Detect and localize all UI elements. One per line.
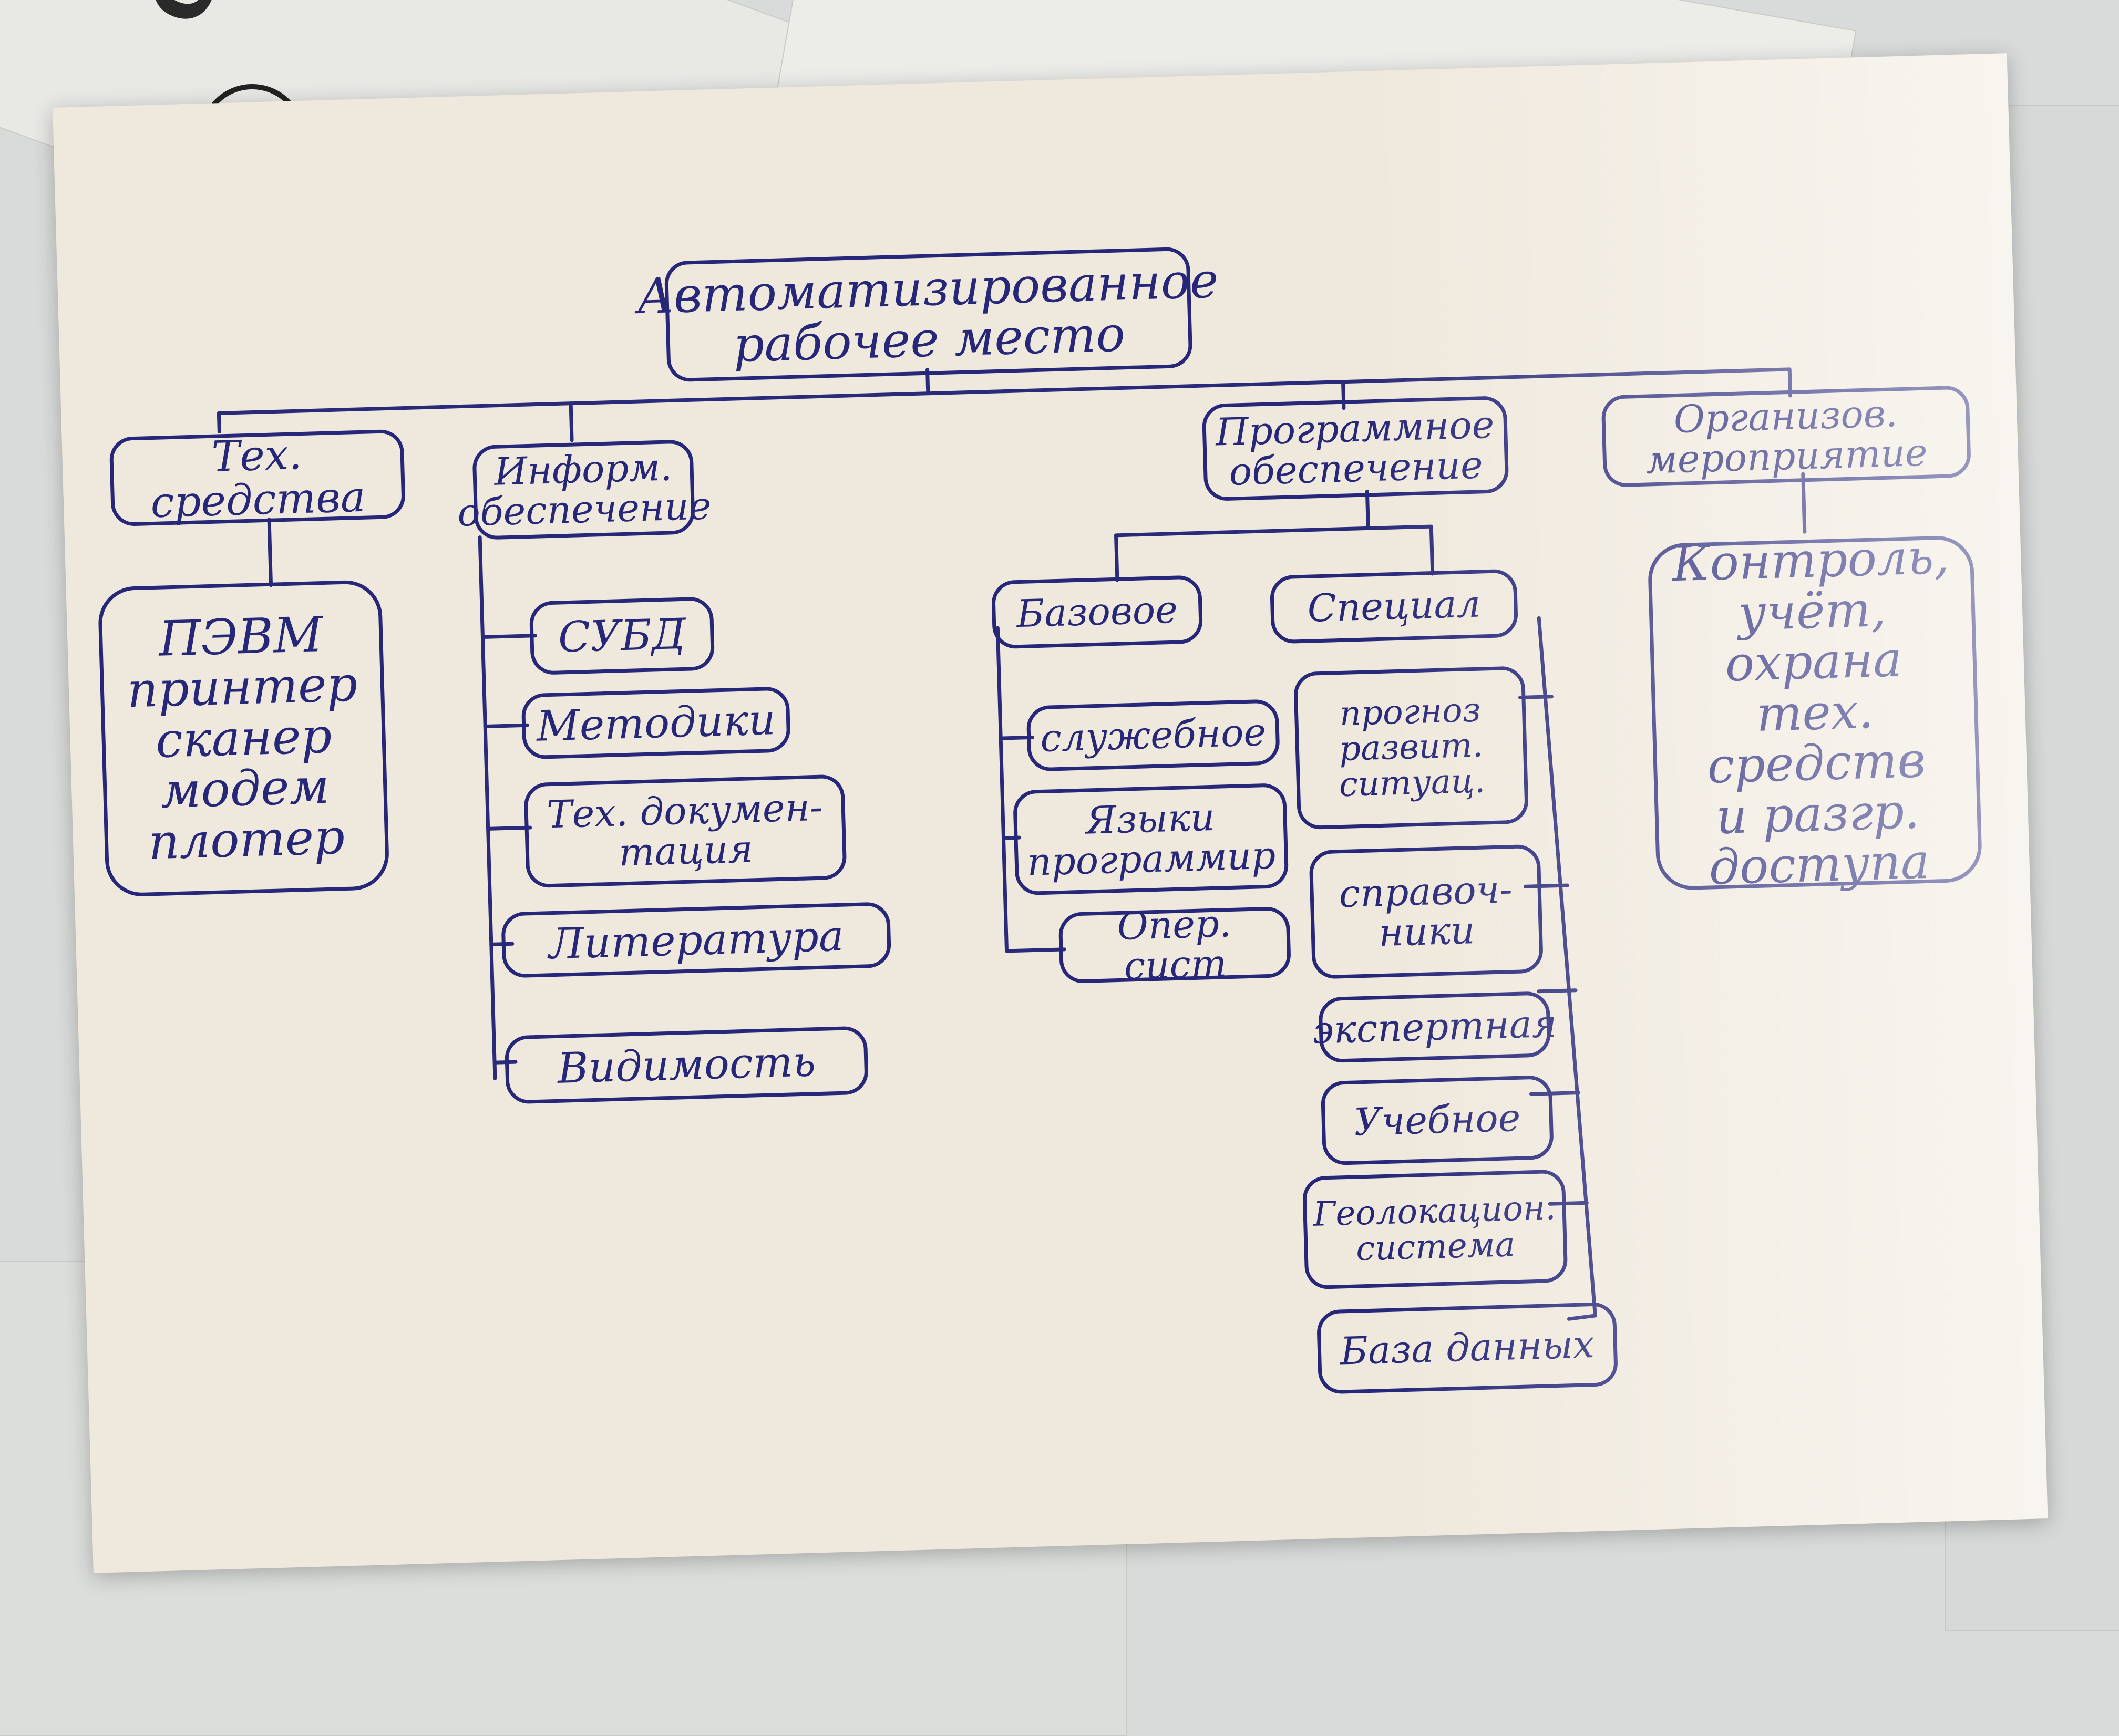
connector xyxy=(1529,1091,1580,1096)
connector xyxy=(1005,947,1066,953)
connector xyxy=(267,518,273,587)
connector xyxy=(1548,1201,1589,1206)
connector xyxy=(999,735,1034,740)
info-item-visibility: Видимость xyxy=(504,1026,869,1104)
connector xyxy=(478,535,497,1080)
branch-org-measures: Организов. мероприятие xyxy=(1601,385,1972,488)
branch-software: Программное обеспечение xyxy=(1201,395,1509,502)
special-item-references: справоч- ники xyxy=(1309,844,1544,979)
connector xyxy=(1801,472,1807,534)
connector xyxy=(1341,380,1346,410)
connector xyxy=(1537,988,1578,994)
info-item-dbms: СУБД xyxy=(529,596,715,675)
special-item-database: База данных xyxy=(1316,1301,1619,1394)
branch-tech-means: Тех. средства xyxy=(109,429,406,527)
basic-item-languages: Языки программир xyxy=(1012,782,1289,896)
connector xyxy=(569,401,574,442)
connector xyxy=(480,634,537,639)
connector xyxy=(1523,883,1569,888)
software-group-basic: Базовое xyxy=(991,575,1203,649)
info-item-methods: Методики xyxy=(521,686,791,760)
basic-item-os: Опер. сист xyxy=(1058,901,1292,988)
root-node: Автоматизированное рабочее место xyxy=(636,246,1219,383)
connector xyxy=(1114,489,1370,582)
tech-means-list: ПЭВМ принтер сканер модем плотер xyxy=(97,579,390,897)
connector xyxy=(1518,695,1554,699)
connector xyxy=(486,825,532,831)
connector xyxy=(995,626,1009,950)
info-item-tech-docs: Тех. докумен- тация xyxy=(523,774,847,888)
special-item-geolocation: Геолокацион. система xyxy=(1302,1169,1568,1290)
software-group-special: Специал xyxy=(1269,569,1519,644)
special-item-educational: Учебное xyxy=(1320,1075,1554,1166)
connector xyxy=(483,723,529,728)
special-item-expert: экспертная xyxy=(1312,991,1557,1063)
org-measures-list: Контроль, учёт, охрана тех. средств и ра… xyxy=(1647,529,1983,896)
special-item-forecast: прогноз развит. ситуац. xyxy=(1293,666,1529,830)
connector xyxy=(1537,616,1597,1321)
connector xyxy=(1366,524,1435,576)
connector xyxy=(217,367,1793,433)
connector-lines xyxy=(217,367,1807,1321)
info-item-literature: Литература xyxy=(501,902,892,978)
branch-info-support: Информ. обеспечение xyxy=(457,439,712,540)
hand-drawn-diagram-paper: Автоматизированное рабочее место Тех. ср… xyxy=(53,53,2048,1573)
basic-item-service: служебное xyxy=(1026,699,1280,772)
